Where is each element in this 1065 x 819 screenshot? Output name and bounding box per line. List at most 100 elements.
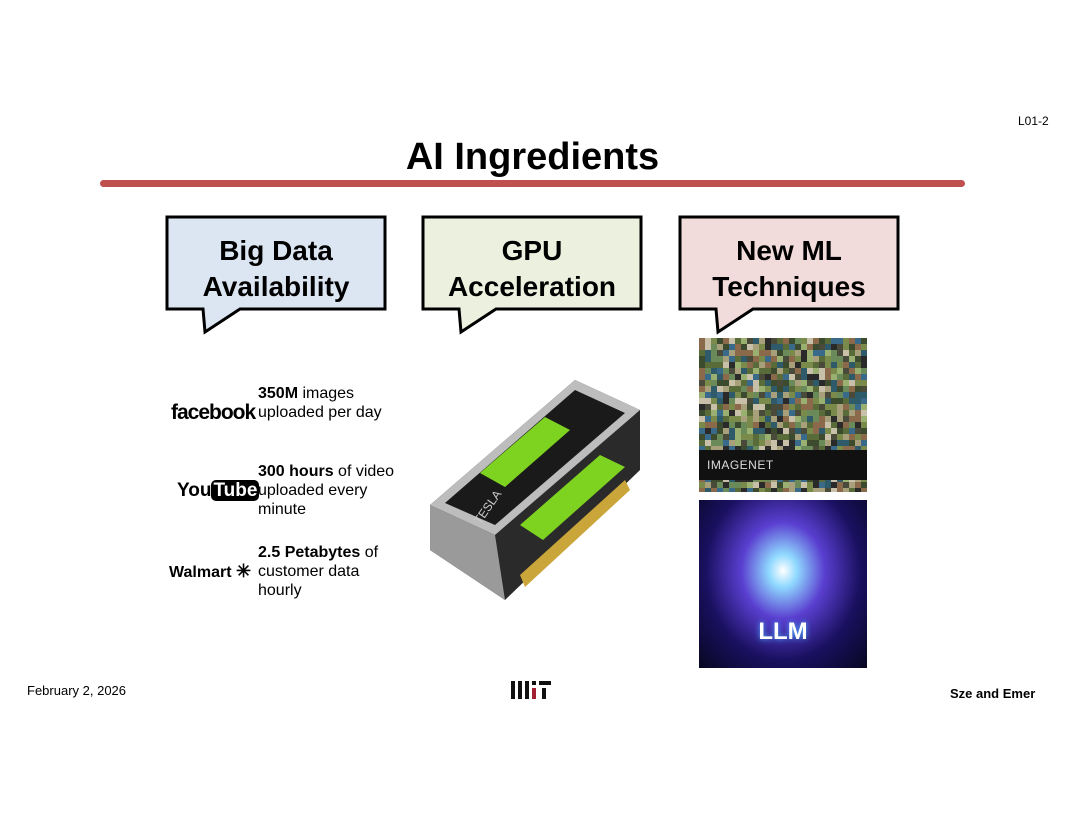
mosaic-tile xyxy=(855,440,861,446)
mosaic-tile xyxy=(759,434,765,440)
llm-brain-image: LLM xyxy=(699,500,867,668)
mosaic-tile xyxy=(771,362,777,368)
mosaic-tile xyxy=(843,434,849,440)
mosaic-tile xyxy=(843,356,849,362)
mosaic-tile xyxy=(819,446,825,452)
mosaic-tile xyxy=(759,350,765,356)
mosaic-tile xyxy=(753,380,759,386)
mosaic-tile xyxy=(849,392,855,398)
mosaic-tile xyxy=(741,350,747,356)
mosaic-tile xyxy=(735,350,741,356)
mosaic-tile xyxy=(765,398,771,404)
llm-label: LLM xyxy=(758,618,808,645)
mosaic-tile xyxy=(819,398,825,404)
mosaic-tile xyxy=(705,482,711,488)
mosaic-tile xyxy=(819,488,825,492)
mosaic-tile xyxy=(837,428,843,434)
mosaic-tile xyxy=(837,392,843,398)
mosaic-tile xyxy=(735,362,741,368)
mosaic-tile xyxy=(825,356,831,362)
facebook-logo: facebook xyxy=(171,401,256,424)
mosaic-tile xyxy=(723,422,729,428)
mosaic-tile xyxy=(849,344,855,350)
mosaic-tile xyxy=(735,368,741,374)
mosaic-tile xyxy=(735,356,741,362)
mosaic-tile xyxy=(783,368,789,374)
mosaic-tile xyxy=(843,350,849,356)
mosaic-tile xyxy=(795,380,801,386)
mosaic-tile xyxy=(729,356,735,362)
mosaic-tile xyxy=(735,392,741,398)
mosaic-tile xyxy=(783,482,789,488)
mosaic-tile xyxy=(723,398,729,404)
mosaic-tile xyxy=(777,428,783,434)
mosaic-tile xyxy=(843,368,849,374)
mosaic-tile xyxy=(705,488,711,492)
mosaic-tile xyxy=(753,434,759,440)
mosaic-tile xyxy=(711,440,717,446)
mosaic-tile xyxy=(843,428,849,434)
mosaic-tile xyxy=(729,428,735,434)
mosaic-tile xyxy=(741,398,747,404)
mosaic-tile xyxy=(717,404,723,410)
mosaic-tile xyxy=(837,398,843,404)
mosaic-tile xyxy=(759,344,765,350)
mosaic-tile xyxy=(831,368,837,374)
mosaic-tile xyxy=(741,428,747,434)
mosaic-tile xyxy=(825,446,831,452)
mosaic-tile xyxy=(735,416,741,422)
mosaic-tile xyxy=(861,434,867,440)
mosaic-tile xyxy=(765,434,771,440)
mosaic-tile xyxy=(711,386,717,392)
mosaic-tile xyxy=(825,482,831,488)
mosaic-tile xyxy=(699,362,705,368)
mosaic-tile xyxy=(747,434,753,440)
mosaic-tile xyxy=(729,482,735,488)
mosaic-tile xyxy=(825,368,831,374)
mosaic-tile xyxy=(801,374,807,380)
stat-value: 300 hours xyxy=(258,463,334,480)
mosaic-tile xyxy=(837,338,843,344)
mosaic-tile xyxy=(813,410,819,416)
mosaic-tile xyxy=(777,446,783,452)
mosaic-tile xyxy=(777,482,783,488)
mosaic-tile xyxy=(807,440,813,446)
mosaic-tile xyxy=(771,386,777,392)
mosaic-tile xyxy=(759,488,765,492)
mosaic-tile xyxy=(849,380,855,386)
mosaic-tile xyxy=(747,410,753,416)
mosaic-tile xyxy=(807,338,813,344)
mosaic-tile xyxy=(849,446,855,452)
mosaic-tile xyxy=(819,380,825,386)
mosaic-tile xyxy=(855,344,861,350)
mosaic-tile xyxy=(765,416,771,422)
mosaic-tile xyxy=(771,392,777,398)
mosaic-tile xyxy=(855,482,861,488)
mosaic-tile xyxy=(777,398,783,404)
mosaic-tile xyxy=(729,488,735,492)
slide-title: AI Ingredients xyxy=(405,136,660,178)
stat-youtube: 300 hours of video uploaded every minute xyxy=(258,462,398,519)
mosaic-tile xyxy=(783,446,789,452)
mosaic-tile xyxy=(711,350,717,356)
mosaic-tile xyxy=(699,422,705,428)
mosaic-tile xyxy=(795,368,801,374)
mosaic-tile xyxy=(771,356,777,362)
mosaic-tile xyxy=(825,386,831,392)
mosaic-tile xyxy=(735,338,741,344)
mosaic-tile xyxy=(837,488,843,492)
mosaic-tile xyxy=(843,482,849,488)
mosaic-tile xyxy=(813,422,819,428)
mosaic-tile xyxy=(753,428,759,434)
mosaic-tile xyxy=(723,410,729,416)
mosaic-tile xyxy=(789,368,795,374)
mosaic-tile xyxy=(753,392,759,398)
mosaic-tile xyxy=(729,350,735,356)
mosaic-tile xyxy=(795,428,801,434)
mosaic-tile xyxy=(855,434,861,440)
mosaic-tile xyxy=(801,404,807,410)
mosaic-tile xyxy=(765,386,771,392)
mosaic-tile xyxy=(801,344,807,350)
mosaic-tile xyxy=(699,446,705,452)
mosaic-tile xyxy=(735,404,741,410)
